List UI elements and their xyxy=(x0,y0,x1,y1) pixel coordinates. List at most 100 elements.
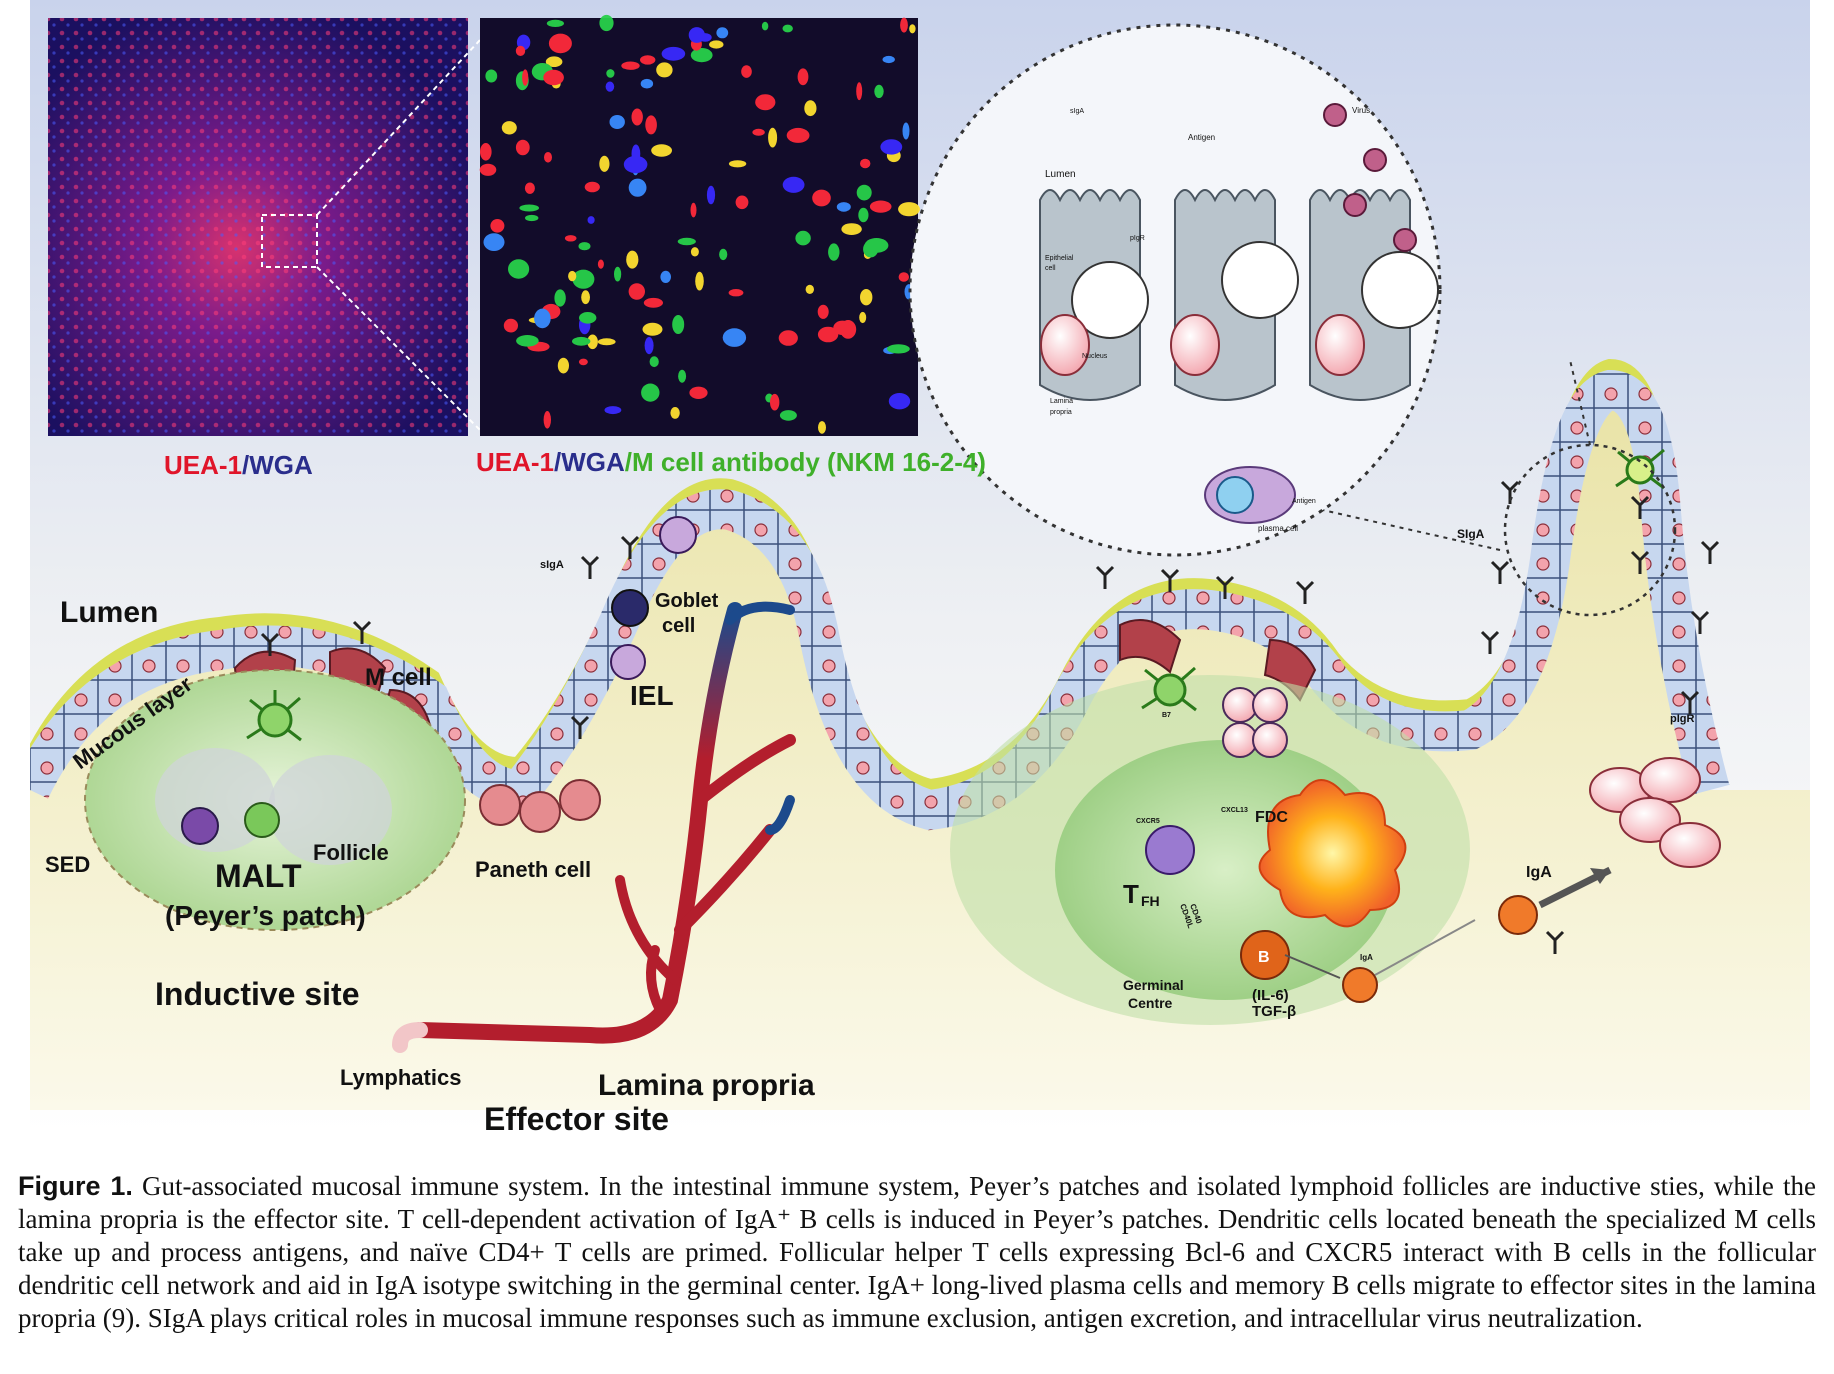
fluorescent-cell xyxy=(640,55,656,65)
fluorescent-cell xyxy=(735,195,749,210)
fluorescent-cell xyxy=(761,21,769,31)
fluorescent-cell xyxy=(572,269,595,289)
label-centre: Centre xyxy=(1128,995,1173,1011)
caption-sep: / xyxy=(242,450,250,480)
fluorescent-cell xyxy=(817,304,829,319)
fluorescent-cell xyxy=(858,207,869,223)
fdc-cell xyxy=(1258,779,1407,928)
fluorescent-cell xyxy=(900,17,908,33)
fluorescent-cell xyxy=(522,69,529,86)
fluorescent-cell xyxy=(841,223,862,236)
label-lymphatics: Lymphatics xyxy=(340,1065,461,1090)
fluorescent-cell xyxy=(817,326,839,343)
fluorescent-cell xyxy=(836,202,851,212)
dendritic-cell-villus xyxy=(1615,448,1665,490)
fluorescent-cell xyxy=(690,48,713,63)
fluorescent-cell xyxy=(578,242,591,251)
plasma-cell-cluster xyxy=(1589,757,1721,868)
fluorescent-cell xyxy=(604,406,622,415)
plasma-b-1 xyxy=(1342,967,1378,1003)
fluorescent-cell xyxy=(869,200,892,213)
fluorescent-cell xyxy=(626,250,639,269)
label-lumen: Lumen xyxy=(60,596,158,629)
fluorescent-cell xyxy=(543,69,564,86)
caption-text: Gut-associated mucosal immune system. In… xyxy=(18,1171,1816,1333)
inset-label-plasma-cell: plasma cell xyxy=(1258,524,1298,533)
label-goblet: Goblet xyxy=(655,590,719,612)
fluorescent-cell xyxy=(859,311,867,324)
inset-label-antigen: Antigen xyxy=(1188,133,1215,142)
fluorescent-cell xyxy=(515,45,526,57)
fluorescent-cell xyxy=(728,289,744,297)
label-siga-small: sIgA xyxy=(540,559,564,571)
fluorescent-cell xyxy=(503,318,518,333)
inset-label-propria: propria xyxy=(1050,409,1072,416)
fluorescent-cell xyxy=(670,407,680,419)
label-b7: B7 xyxy=(1162,712,1171,719)
inset-label-pigr: pIgR xyxy=(1130,235,1145,242)
label-malt: MALT xyxy=(215,858,302,894)
fluorescent-cell xyxy=(587,216,595,224)
label-cxcr5: CXCR5 xyxy=(1136,818,1160,825)
fluorescent-cell xyxy=(544,152,552,163)
fluorescent-cell xyxy=(812,189,831,207)
inset-label-lumen: Lumen xyxy=(1045,169,1076,180)
figure: Lumen Mucous layer M cell sIgA Goblet ce… xyxy=(11,0,1810,1137)
fluorescent-cell xyxy=(833,320,852,335)
b-cell-purple xyxy=(181,807,219,845)
fluorescent-cell xyxy=(581,290,590,305)
fluorescent-cell xyxy=(597,338,616,346)
inset-label-siga: sIgA xyxy=(1070,108,1084,115)
label-paneth-cell: Paneth cell xyxy=(475,857,591,882)
caption-sep2: / xyxy=(624,447,633,477)
fluorescent-cell xyxy=(860,158,871,169)
zoom-lines xyxy=(316,39,481,431)
fluorescent-cell xyxy=(661,46,686,61)
fluorescent-cell xyxy=(543,411,551,429)
fluorescent-cell xyxy=(779,410,797,421)
fluorescent-cell xyxy=(479,163,497,176)
label-iga: IgA xyxy=(1526,864,1552,881)
fluorescent-cell xyxy=(888,393,911,410)
micrograph-left-caption: UEA-1/WGA xyxy=(164,450,313,481)
figure-caption: Figure 1. Gut-associated mucosal immune … xyxy=(18,1170,1816,1335)
fluorescent-cell xyxy=(863,240,879,258)
fluorescent-cell xyxy=(483,233,505,252)
fluorescent-cell xyxy=(690,247,699,257)
fluorescent-cell xyxy=(690,202,697,218)
inset-label-antigen2: Antigen xyxy=(1292,498,1316,505)
label-tfh: T xyxy=(1123,879,1139,909)
label-b: B xyxy=(1258,949,1270,966)
caption-m-cell-antibody: M cell antibody (NKM 16-2-4) xyxy=(632,447,986,477)
label-tfh-sub: FH xyxy=(1141,893,1160,909)
label-cxcl13: CXCL13 xyxy=(1221,807,1248,814)
iel-light xyxy=(610,644,646,680)
fluorescent-cell xyxy=(782,176,805,193)
fluorescent-cell xyxy=(856,82,863,101)
label-m-cell: M cell xyxy=(365,664,432,691)
label-siga-villus: SIgA xyxy=(1457,527,1485,541)
fluorescent-cell xyxy=(508,259,530,279)
fluorescent-cell xyxy=(728,160,747,168)
fluorescent-cell xyxy=(797,68,809,86)
fluorescent-cell xyxy=(525,214,539,222)
caption-wga-right: WGA xyxy=(561,447,625,477)
fluorescent-cell xyxy=(719,248,728,261)
fluorescent-cell xyxy=(640,78,654,89)
inset-nuclei xyxy=(1040,314,1365,376)
fluorescent-cell xyxy=(564,235,577,242)
fluorescent-cell xyxy=(579,312,597,324)
micrograph-left-box xyxy=(261,214,318,268)
caption-wga: WGA xyxy=(249,450,313,480)
label-germinal: Germinal xyxy=(1123,977,1184,993)
fluorescent-cell xyxy=(660,270,671,283)
fluorescent-cell xyxy=(554,289,566,307)
fluorescent-cell xyxy=(795,230,811,246)
fluorescent-cell xyxy=(605,81,615,92)
fluorescent-cell xyxy=(606,69,615,78)
fluorescent-cell xyxy=(649,356,659,368)
blood-vessels xyxy=(392,601,796,1053)
fluorescent-cell xyxy=(909,24,916,34)
fluorescent-cell xyxy=(656,62,673,78)
fluorescent-cell xyxy=(902,122,910,140)
